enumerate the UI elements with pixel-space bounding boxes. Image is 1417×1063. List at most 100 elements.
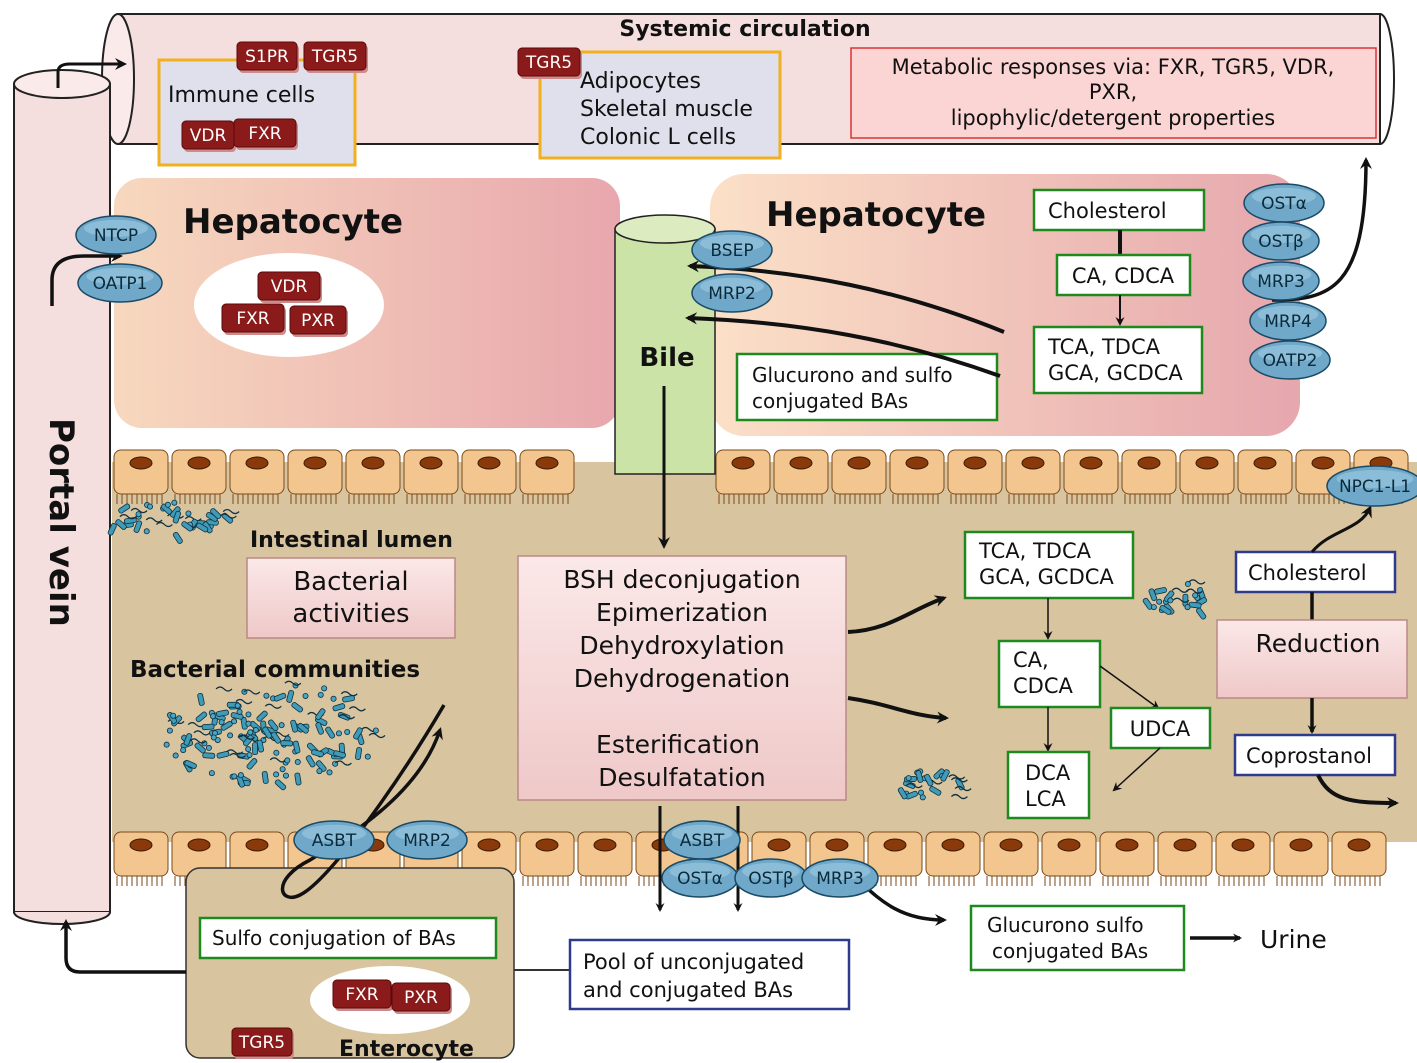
vdr-receptor-liver: VDR <box>257 271 322 303</box>
oatp2-transporter-liver: OATP2 <box>1249 340 1331 380</box>
glucurono-sulfo-line-1: Glucurono and sulfo <box>752 363 953 387</box>
arrow-process-to-conj <box>847 595 947 634</box>
hep-tca-gca-box <box>1032 325 1204 395</box>
npc1l1-transporter-label: NPC1-L1 <box>1339 477 1411 497</box>
mrp2-transporter-enterocyte: MRP2 <box>386 820 468 860</box>
process-dehydroxylation: Dehydroxylation <box>579 631 784 660</box>
lumen-cdca-label: CDCA <box>1013 674 1073 698</box>
vdr-receptor-immune: VDR <box>181 120 236 152</box>
reduction-box <box>1216 619 1408 699</box>
arrow-coprostanol-excretion <box>1316 774 1399 809</box>
hep-cholesterol-label: Cholesterol <box>1048 199 1167 223</box>
lumen-arrow-primary-udca <box>1099 665 1160 710</box>
metabolic-line-2: PXR, <box>1089 80 1137 104</box>
mrp2-transporter-enterocyte-label: MRP2 <box>403 831 451 851</box>
tgr5-receptor-tissues-label: TGR5 <box>525 53 572 73</box>
urine-conjugated-box <box>969 904 1186 972</box>
glucurono-sulfo-box <box>735 352 999 422</box>
process-epimerization: Epimerization <box>596 598 768 627</box>
mrp4-transporter-liver-label: MRP4 <box>1264 312 1312 332</box>
sulfo-conjugation-label: Sulfo conjugation of BAs <box>212 926 456 950</box>
arrow-cholesterol-to-npc1l1 <box>1310 505 1372 553</box>
immune-cells-label: Immune cells <box>168 83 315 108</box>
ntcp-transporter-label: NTCP <box>94 226 138 246</box>
tissue-adipocytes: Adipocytes <box>580 69 701 94</box>
hep-ca-cdca-box <box>1055 253 1192 297</box>
bacterial-activities-line-1: Bacterial <box>293 567 408 597</box>
coprostanol-label: Coprostanol <box>1246 744 1372 768</box>
osta-transporter-colon: OSTα <box>661 858 739 898</box>
fxr-receptor-immune: FXR <box>233 118 298 150</box>
mrp3-transporter-liver-label: MRP3 <box>1257 272 1305 292</box>
mrp3-transporter-liver: MRP3 <box>1242 261 1320 301</box>
ntcp-transporter: NTCP <box>75 215 157 255</box>
s1pr-receptor: S1PR <box>236 41 299 73</box>
process-esterification: Esterification <box>596 730 760 759</box>
urine-label: Urine <box>1260 925 1327 954</box>
hepatocyte-left-title: Hepatocyte <box>183 202 403 242</box>
lumen-cholesterol-box <box>1234 550 1397 594</box>
s1pr-receptor-label: S1PR <box>245 47 289 67</box>
oatp1-transporter-label: OATP1 <box>93 274 148 294</box>
vdr-receptor-immune-label: VDR <box>190 126 227 146</box>
vdr-receptor-liver-label: VDR <box>271 277 308 297</box>
urine-box-line-1: Glucurono sulfo <box>987 913 1144 937</box>
process-bsh: BSH deconjugation <box>563 565 800 594</box>
pool-line-1: Pool of unconjugated <box>583 950 804 974</box>
urine-box-line-2: conjugated BAs <box>992 939 1148 963</box>
lumen-lca-label: LCA <box>1025 787 1066 811</box>
mrp2-transporter-liver: MRP2 <box>691 273 773 313</box>
bile-acid-pool-box <box>568 938 851 1011</box>
hepatocyte-right-title: Hepatocyte <box>766 195 986 235</box>
transporter-pills: NTCPOATP1BSEPMRP2OSTαOSTβMRP3MRP4OATP2NP… <box>75 183 1417 898</box>
osta-transporter-liver: OSTα <box>1243 183 1325 223</box>
pxr-receptor-liver: PXR <box>289 305 348 337</box>
bacterial-communities-title: Bacterial communities <box>130 657 420 683</box>
metabolic-line-1: Metabolic responses via: FXR, TGR5, VDR, <box>892 55 1335 79</box>
lumen-conj-box <box>963 530 1135 600</box>
arrow-enterocyte-to-portal <box>60 919 186 974</box>
tgr5-receptor-enterocyte: TGR5 <box>231 1027 294 1059</box>
portal-vein-label: Portal vein <box>41 418 81 627</box>
ostb-transporter-colon-label: OSTβ <box>748 869 793 889</box>
mrp4-transporter-liver: MRP4 <box>1249 301 1327 341</box>
reduction-label: Reduction <box>1256 629 1381 658</box>
lumen-dca-label: DCA <box>1025 761 1071 785</box>
bacteria-cluster-right-1 <box>1142 579 1208 620</box>
arrow-process-to-primary <box>847 696 949 724</box>
oatp2-transporter-liver-label: OATP2 <box>1263 351 1318 371</box>
pxr-receptor-liver-label: PXR <box>301 311 335 331</box>
fxr-receptor-enterocyte: FXR <box>332 979 393 1011</box>
tissue-colonic-l-cells: Colonic L cells <box>580 125 736 150</box>
asbt-transporter-colon: ASBT <box>663 820 741 860</box>
coprostanol-box <box>1233 733 1397 777</box>
pxr-receptor-enterocyte-label: PXR <box>404 988 438 1008</box>
tgr5-receptor-enterocyte-label: TGR5 <box>238 1033 285 1053</box>
mrp2-transporter-liver-label: MRP2 <box>708 284 756 304</box>
fxr-receptor-liver-label: FXR <box>236 309 269 329</box>
sulfo-conjugation-box <box>198 916 498 960</box>
lumen-secondary-box <box>1006 750 1091 820</box>
asbt-transporter-enterocyte-label: ASBT <box>312 831 357 851</box>
process-desulfatation: Desulfatation <box>598 763 766 792</box>
bacterial-processes-box <box>517 555 847 801</box>
enterohepatic-loop-arrow <box>280 704 446 899</box>
lumen-arrow-udca-secondary <box>1112 747 1161 792</box>
lumen-cholesterol-label: Cholesterol <box>1248 561 1367 585</box>
tgr5-receptor-tissues: TGR5 <box>517 47 582 79</box>
lumen-gca-label: GCA, GCDCA <box>979 565 1114 589</box>
systemic-circulation-title: Systemic circulation <box>619 17 870 42</box>
bsep-transporter: BSEP <box>691 230 773 270</box>
bacterial-activities-box <box>246 557 456 639</box>
mrp3-transporter-colon: MRP3 <box>801 858 879 898</box>
bacteria-cluster-topleft <box>107 499 240 544</box>
villi-row-top <box>113 449 1409 504</box>
arrow-to-mrp2 <box>685 312 1001 378</box>
bile-label: Bile <box>639 343 694 373</box>
osta-transporter-liver-label: OSTα <box>1261 194 1307 214</box>
lumen-udca-box <box>1109 706 1212 750</box>
arrow-portal-to-liver <box>50 250 123 306</box>
arrow-portal-to-systemic <box>56 58 127 88</box>
pxr-receptor-enterocyte: PXR <box>391 982 452 1014</box>
